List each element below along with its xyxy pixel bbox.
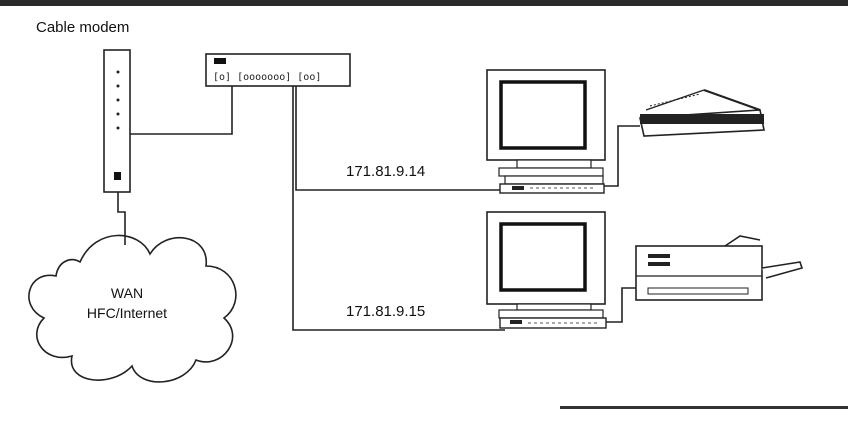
pc2-printer-cable [606,288,636,322]
printer-icon [636,236,802,300]
top-border [0,0,848,6]
pc1-scanner-cable [604,126,640,186]
modem-wan-cable [118,192,125,245]
pc2-computer-icon [487,212,606,328]
scanner-icon [640,90,764,136]
pc2-ip-label: 171.81.9.15 [346,303,425,320]
hub-pc2-cable [293,86,505,330]
pc1-ip-label: 171.81.9.14 [346,163,425,180]
pc1-computer-icon [487,70,605,193]
svg-text:[o] [ooooooo] [oo]: [o] [ooooooo] [oo] [213,72,321,83]
wan-label-sub: HFC/Internet [87,305,167,321]
cable-modem-label: Cable modem [36,19,129,36]
bottom-right-rule [560,406,848,409]
modem-hub-cable [130,86,232,134]
hub-icon: [o] [ooooooo] [oo] [206,54,350,86]
cable-modem-icon [104,50,130,192]
wan-label: WAN [111,285,143,301]
